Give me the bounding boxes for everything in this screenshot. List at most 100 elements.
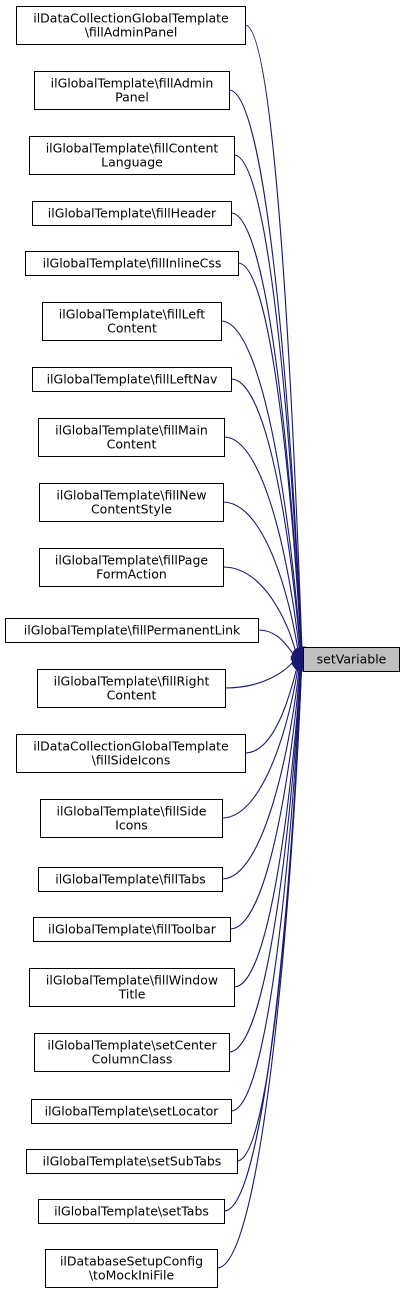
caller-node[interactable]: ilGlobalTemplate\setTabs (38, 1199, 225, 1224)
node-box (29, 136, 235, 175)
node-box (303, 647, 400, 672)
node-label: ilGlobalTemplate\fillToolbar (48, 922, 217, 937)
node-label: Panel (115, 90, 149, 105)
call-edge (233, 664, 302, 988)
node-box (32, 367, 232, 392)
node-label: ilGlobalTemplate\fillTabs (55, 872, 206, 887)
node-box (29, 968, 235, 1007)
node-label: ilGlobalTemplate\fillMain (55, 423, 208, 438)
call-edge (230, 378, 302, 654)
node-label: FormAction (96, 567, 167, 582)
node-label: ilGlobalTemplate\fillRight (54, 674, 210, 689)
call-edge (228, 89, 303, 654)
node-label: Icons (115, 818, 148, 833)
node-box (39, 548, 224, 587)
caller-node[interactable]: ilGlobalTemplate\fillTabs (38, 867, 223, 892)
call-edge (221, 664, 301, 880)
node-label: ilDataCollectionGlobalTemplate (33, 11, 229, 26)
node-label: ilGlobalTemplate\setSubTabs (43, 1154, 222, 1169)
node-label: Content (107, 321, 157, 336)
node-label: ilGlobalTemplate\fillPermanentLink (24, 623, 241, 638)
caller-node[interactable]: ilDataCollectionGlobalTemplate\fillAdmin… (16, 6, 246, 45)
node-box (25, 251, 239, 276)
call-edge (257, 629, 296, 657)
node-label: Language (101, 155, 163, 170)
call-edge (244, 24, 303, 654)
node-box (45, 1249, 218, 1288)
call-edge (224, 660, 295, 689)
caller-node[interactable]: ilGlobalTemplate\fillToolbar (33, 917, 231, 942)
call-edge (233, 154, 303, 654)
node-box (32, 201, 232, 226)
node-box (37, 669, 226, 708)
node-label: Content (107, 688, 157, 703)
node-box (39, 483, 224, 522)
caller-node[interactable]: ilGlobalTemplate\setSubTabs (26, 1149, 238, 1174)
node-label: ilGlobalTemplate\fillLeft (59, 307, 206, 322)
node-box (38, 867, 223, 892)
node-label: ilDataCollectionGlobalTemplate (33, 739, 229, 754)
call-edge (228, 664, 302, 1053)
node-label: ilGlobalTemplate\fillLeftNav (47, 372, 218, 387)
call-edge (222, 566, 297, 655)
node-label: ilGlobalTemplate\fillAdmin (51, 76, 214, 91)
node-label: ilGlobalTemplate\fillSide (57, 804, 207, 819)
node-label: ilGlobalTemplate\setTabs (54, 1204, 209, 1219)
call-edge (221, 664, 300, 819)
call-edge (237, 262, 302, 654)
node-label: \fillAdminPanel (85, 25, 178, 40)
call-edge (216, 664, 303, 1269)
caller-node[interactable]: ilGlobalTemplate\fillAdminPanel (34, 71, 230, 110)
call-edge (222, 501, 300, 654)
node-label: ContentStyle (91, 502, 172, 517)
node-box (31, 1099, 232, 1124)
node-box (42, 302, 222, 341)
node-label: ilGlobalTemplate\fillInlineCss (43, 256, 222, 271)
caller-node[interactable]: ilGlobalTemplate\setLocator (31, 1099, 232, 1124)
node-label: ilGlobalTemplate\fillNew (56, 488, 206, 503)
node-box (16, 734, 246, 773)
node-box (5, 618, 259, 643)
call-edge (230, 664, 302, 1112)
caller-node[interactable]: ilGlobalTemplate\fillSideIcons (40, 799, 223, 838)
caller-node[interactable]: ilGlobalTemplate\fillLeftNav (32, 367, 232, 392)
call-edge (229, 664, 301, 930)
node-label: \fillSideIcons (92, 753, 171, 768)
node-label: Title (118, 987, 146, 1002)
node-box (34, 1033, 230, 1072)
target-node[interactable]: setVariable (303, 647, 400, 672)
caller-node[interactable]: ilGlobalTemplate\fillHeader (32, 201, 232, 226)
node-box (38, 1199, 225, 1224)
node-box (16, 6, 246, 45)
node-label: ilGlobalTemplate\setLocator (45, 1104, 220, 1119)
node-label: Content (107, 437, 157, 452)
node-box (34, 71, 230, 110)
node-box (40, 799, 223, 838)
node-box (26, 1149, 238, 1174)
node-label: ilGlobalTemplate\fillPage (55, 553, 208, 568)
nodes-layer: ilDataCollectionGlobalTemplate\fillAdmin… (5, 6, 400, 1288)
node-label: \toMockIniFile (89, 1268, 175, 1283)
call-edge (220, 320, 302, 654)
caller-node[interactable]: ilDataCollectionGlobalTemplate\fillSideI… (16, 734, 246, 773)
call-edge (223, 436, 301, 654)
caller-node[interactable]: ilGlobalTemplate\fillPermanentLink (5, 618, 259, 643)
caller-node[interactable]: ilDatabaseSetupConfig\toMockIniFile (45, 1249, 218, 1288)
edges-layer (216, 24, 307, 1269)
node-label: setVariable (317, 652, 387, 667)
node-label: ilGlobalTemplate\setCenter (47, 1038, 217, 1053)
call-edge (244, 663, 299, 754)
node-label: ColumnClass (92, 1052, 173, 1067)
node-box (38, 418, 225, 457)
node-label: ilDatabaseSetupConfig (60, 1254, 203, 1269)
caller-node[interactable]: ilGlobalTemplate\fillInlineCss (25, 251, 239, 276)
